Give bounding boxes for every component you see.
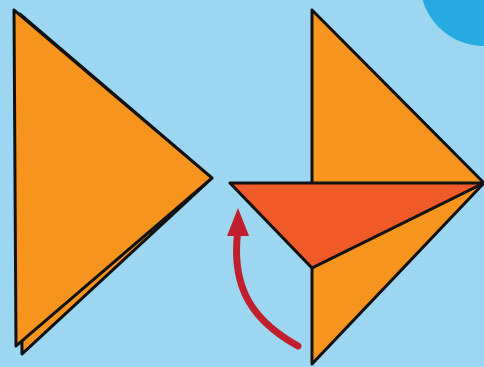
fold-up-arrow-curve [237,230,298,346]
fold-up-arrow-head [227,208,249,236]
left-folded-triangle [14,10,212,354]
corner-badge [420,0,484,46]
left-triangle-front-layer [14,10,212,346]
right-folded-triangle [230,10,484,364]
